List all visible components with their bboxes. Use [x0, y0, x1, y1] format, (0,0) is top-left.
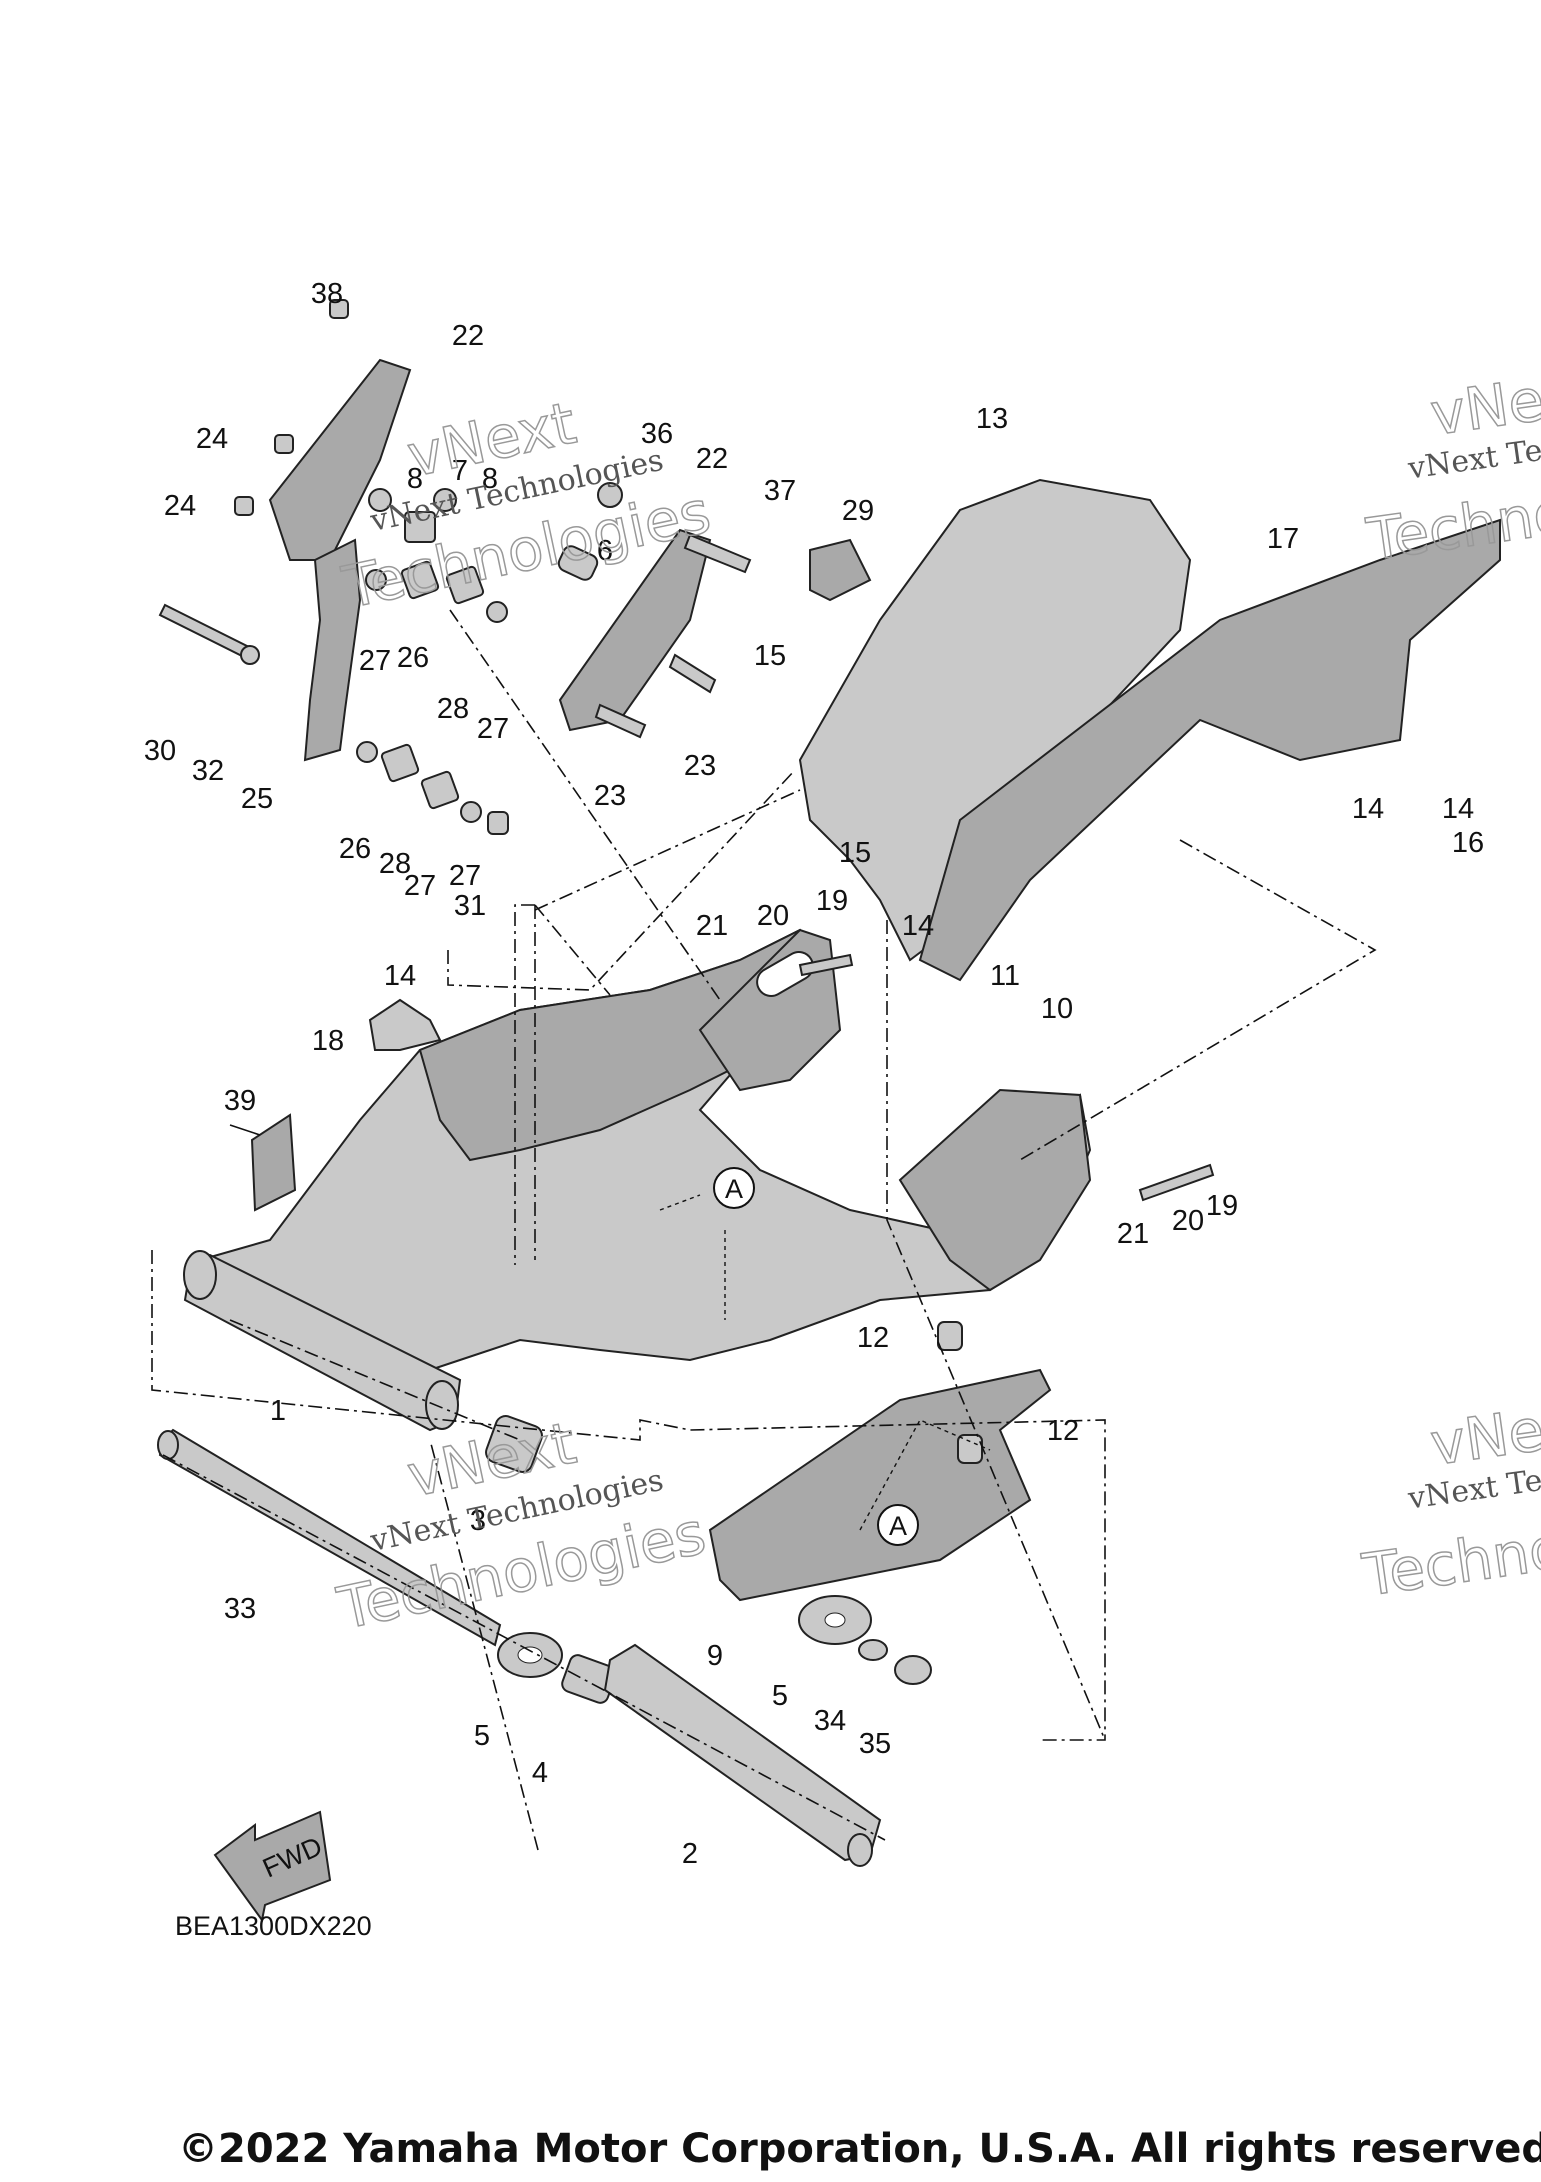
callout-27: 27: [477, 713, 509, 745]
svg-text:Techno: Techno: [1362, 478, 1541, 574]
callout-17: 17: [1267, 523, 1299, 555]
reference-marker-a-upper: A: [713, 1167, 755, 1209]
callout-32: 32: [192, 755, 224, 787]
callout-27: 27: [449, 860, 481, 892]
callout-3: 3: [470, 1505, 486, 1537]
parts-drawing: [157, 299, 1501, 1923]
reference-marker-a-lower: A: [877, 1504, 919, 1546]
callout-21: 21: [1117, 1218, 1149, 1250]
callout-7: 7: [452, 455, 468, 487]
pivot-tube-end-right: [425, 1380, 459, 1430]
callout-4: 4: [532, 1757, 548, 1789]
callout-22: 22: [452, 320, 484, 352]
callout-30: 30: [144, 735, 176, 767]
callout-20: 20: [757, 900, 789, 932]
fwd-arrow-shape: [213, 1810, 332, 1923]
callout-33: 33: [224, 1593, 256, 1625]
hardware: [158, 299, 1215, 1704]
callout-10: 10: [1041, 993, 1073, 1025]
callout-2: 2: [682, 1838, 698, 1870]
callout-34: 34: [814, 1705, 846, 1737]
svg-text:vNe: vNe: [1427, 1396, 1541, 1479]
callout-15: 15: [839, 837, 871, 869]
pivot-collar: [603, 1643, 882, 1862]
callout-13: 13: [976, 403, 1008, 435]
callout-8: 8: [407, 463, 423, 495]
callout-27: 27: [359, 645, 391, 677]
callout-36: 36: [641, 418, 673, 450]
callout-25: 25: [241, 783, 273, 815]
svg-text:A: A: [889, 1511, 907, 1541]
axle-slot: [756, 951, 814, 997]
callout-14: 14: [384, 960, 416, 992]
callout-1: 1: [270, 1395, 286, 1427]
callout-14: 14: [1352, 793, 1384, 825]
svg-text:Techno: Techno: [1358, 1514, 1541, 1610]
callout-35: 35: [859, 1728, 891, 1760]
callout-5: 5: [772, 1680, 788, 1712]
callout-29: 29: [842, 495, 874, 527]
callout-27: 27: [404, 870, 436, 902]
link-plate-lower: [558, 528, 712, 732]
callout-37: 37: [764, 475, 796, 507]
watermark-2: vNext Technologies Technologies vNext: [331, 1408, 712, 1644]
callout-19: 19: [816, 885, 848, 917]
callout-26: 26: [339, 833, 371, 865]
leader-lines: [151, 609, 1377, 1851]
callout-22: 22: [696, 443, 728, 475]
callout-12: 12: [1047, 1415, 1079, 1447]
callout-31: 31: [454, 890, 486, 922]
callout-15: 15: [754, 640, 786, 672]
callout-24: 24: [196, 423, 228, 455]
callout-39: 39: [224, 1085, 256, 1117]
callout-23: 23: [684, 750, 716, 782]
callout-8: 8: [482, 463, 498, 495]
callout-19: 19: [1206, 1190, 1238, 1222]
callout-16: 16: [1452, 827, 1484, 859]
callout-6: 6: [597, 535, 613, 567]
pivot-tube-end: [183, 1250, 217, 1300]
link-plate-upper: [268, 358, 412, 561]
callout-28: 28: [379, 848, 411, 880]
diagram-code: BEA1300DX220: [175, 1911, 372, 1941]
copyright-notice: ©2022 Yamaha Motor Corporation, U.S.A. A…: [178, 2126, 1541, 2172]
callout-24: 24: [164, 490, 196, 522]
fender-arm: [918, 518, 1501, 982]
callout-18: 18: [312, 1025, 344, 1057]
swingarm-rear-end: [898, 1088, 1092, 1292]
watermark-3: vNext Te Techno vNe: [1362, 365, 1541, 575]
svg-text:A: A: [725, 1174, 743, 1204]
callout-23: 23: [594, 780, 626, 812]
callout-26: 26: [397, 642, 429, 674]
callout-20: 20: [1172, 1205, 1204, 1237]
svg-text:vNe: vNe: [1427, 366, 1541, 449]
callout-12: 12: [857, 1322, 889, 1354]
chain-guard: [708, 1368, 1052, 1602]
callout-9: 9: [707, 1640, 723, 1672]
callout-14: 14: [1442, 793, 1474, 825]
callout-21: 21: [696, 910, 728, 942]
callout-28: 28: [437, 693, 469, 725]
connecting-rod: [303, 538, 362, 762]
callout-38: 38: [311, 278, 343, 310]
callout-5: 5: [474, 1720, 490, 1752]
callout-11: 11: [990, 960, 1020, 992]
callout-14: 14: [902, 910, 934, 942]
watermark-4: vNext Te Techno vNe: [1357, 1395, 1541, 1610]
